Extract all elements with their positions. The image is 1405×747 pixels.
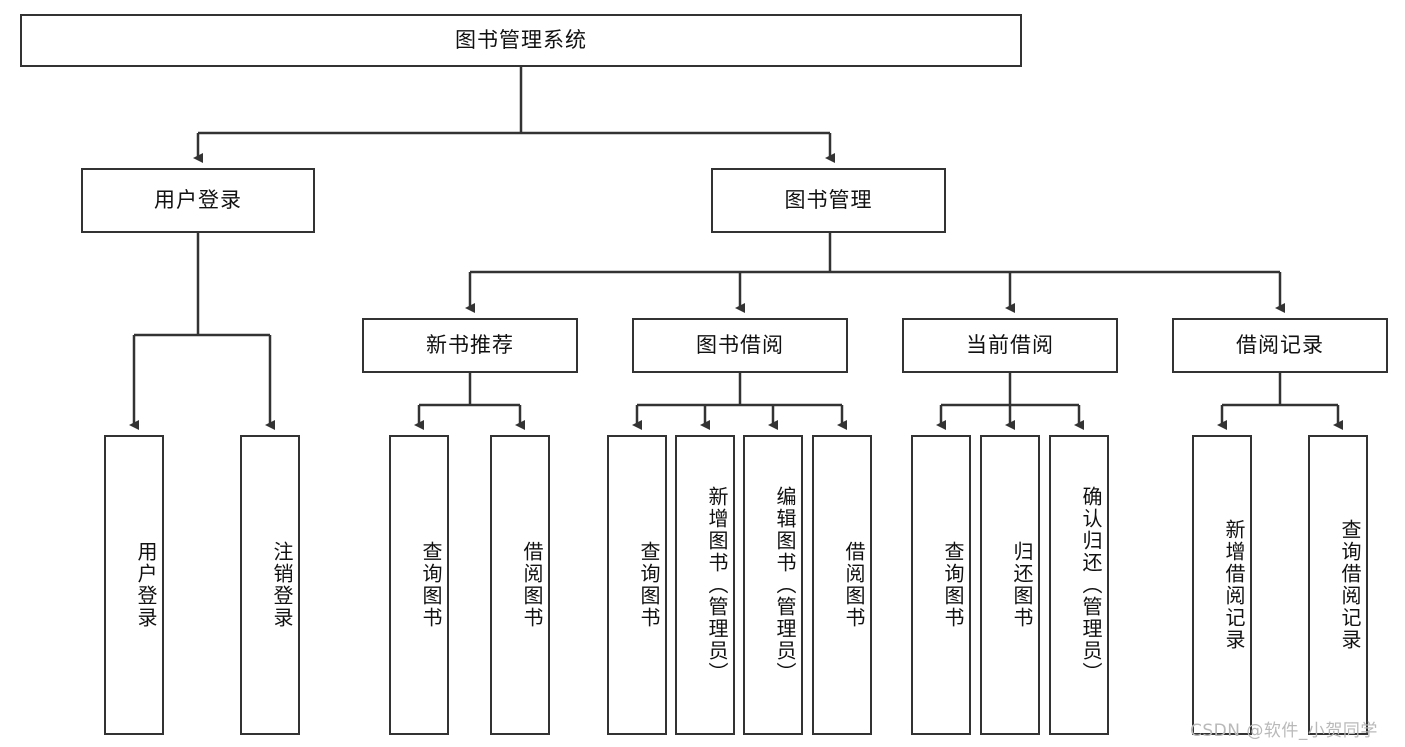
- leaf-query-book-2[interactable]: 查询图书: [607, 435, 667, 735]
- leaf-edit-book[interactable]: 编辑图书（管理员）: [743, 435, 803, 735]
- leaf-return-book-label: 归还图书: [1010, 541, 1034, 629]
- leaf-add-book-label: 新增图书（管理员）: [705, 486, 729, 684]
- node-book-borrow-label: 图书借阅: [696, 332, 784, 357]
- node-new-book-recommend[interactable]: 新书推荐: [362, 318, 578, 373]
- leaf-add-borrow-record-label: 新增借阅记录: [1222, 519, 1246, 651]
- leaf-return-book[interactable]: 归还图书: [980, 435, 1040, 735]
- node-user-login[interactable]: 用户登录: [81, 168, 315, 233]
- node-borrow-record-label: 借阅记录: [1236, 332, 1324, 357]
- node-root[interactable]: 图书管理系统: [20, 14, 1022, 67]
- leaf-borrow-book-2[interactable]: 借阅图书: [812, 435, 872, 735]
- leaf-logout-login[interactable]: 注销登录: [240, 435, 300, 735]
- leaf-confirm-return-label: 确认归还（管理员）: [1079, 486, 1103, 684]
- node-book-manage-label: 图书管理: [784, 187, 873, 212]
- csdn-watermark: CSDN @软件_小贺同学: [1190, 721, 1378, 741]
- leaf-query-book-1[interactable]: 查询图书: [389, 435, 449, 735]
- leaf-query-borrow-record-label: 查询借阅记录: [1338, 519, 1362, 651]
- leaf-query-book-1-label: 查询图书: [419, 541, 443, 629]
- node-book-borrow[interactable]: 图书借阅: [632, 318, 848, 373]
- node-borrow-record[interactable]: 借阅记录: [1172, 318, 1388, 373]
- node-user-login-label: 用户登录: [154, 187, 242, 212]
- leaf-borrow-book-2-label: 借阅图书: [842, 541, 866, 629]
- node-new-book-recommend-label: 新书推荐: [426, 332, 514, 357]
- node-root-label: 图书管理系统: [455, 27, 587, 52]
- leaf-edit-book-label: 编辑图书（管理员）: [773, 486, 797, 684]
- node-book-manage[interactable]: 图书管理: [711, 168, 946, 233]
- leaf-query-book-3[interactable]: 查询图书: [911, 435, 971, 735]
- leaf-borrow-book-1[interactable]: 借阅图书: [490, 435, 550, 735]
- leaf-user-login[interactable]: 用户登录: [104, 435, 164, 735]
- leaf-confirm-return[interactable]: 确认归还（管理员）: [1049, 435, 1109, 735]
- leaf-user-login-label: 用户登录: [134, 541, 158, 629]
- node-current-borrow[interactable]: 当前借阅: [902, 318, 1118, 373]
- leaf-query-book-3-label: 查询图书: [941, 541, 965, 629]
- leaf-add-book[interactable]: 新增图书（管理员）: [675, 435, 735, 735]
- leaf-add-borrow-record[interactable]: 新增借阅记录: [1192, 435, 1252, 735]
- leaf-query-borrow-record[interactable]: 查询借阅记录: [1308, 435, 1368, 735]
- node-current-borrow-label: 当前借阅: [966, 332, 1054, 357]
- leaf-logout-login-label: 注销登录: [270, 541, 294, 629]
- leaf-query-book-2-label: 查询图书: [637, 541, 661, 629]
- leaf-borrow-book-1-label: 借阅图书: [520, 541, 544, 629]
